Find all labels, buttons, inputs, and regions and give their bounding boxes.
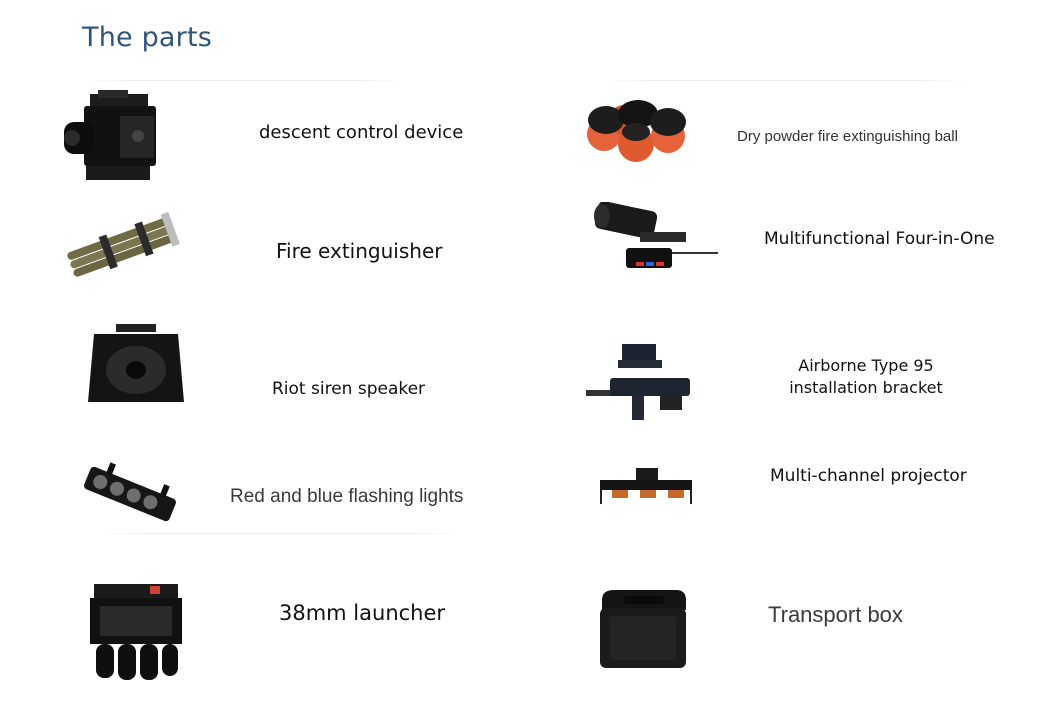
fire-extinguishing-ball-icon [582, 92, 692, 168]
descent-control-device-icon [60, 90, 170, 185]
part-label: Multi-channel projector [770, 466, 967, 486]
part-label: Airborne Type 95 installation bracket [789, 356, 943, 397]
fire-extinguisher-tubes-icon [62, 206, 180, 280]
multi-channel-projector-icon [596, 468, 696, 508]
type95-bracket-icon [582, 340, 692, 426]
part-label: Red and blue flashing lights [230, 486, 464, 507]
transport-box-icon [596, 586, 690, 672]
part-label: Transport box [768, 602, 903, 627]
divider-middle-left [95, 533, 465, 534]
part-label: Riot siren speaker [272, 379, 426, 399]
part-label: Multifunctional Four-in-One [764, 229, 995, 249]
page-title: The parts [82, 22, 213, 53]
part-label: descent control device [259, 122, 464, 143]
part-label: Fire extinguisher [276, 239, 443, 263]
siren-speaker-icon [86, 322, 186, 408]
divider-top-right [600, 80, 970, 81]
flashing-lights-icon [80, 456, 180, 532]
four-in-one-searchlight-icon [590, 201, 720, 276]
part-label: Dry powder fire extinguishing ball [737, 128, 958, 145]
launcher-38mm-icon [80, 580, 186, 682]
divider-top-left [85, 80, 405, 81]
part-label: 38mm launcher [279, 601, 446, 625]
